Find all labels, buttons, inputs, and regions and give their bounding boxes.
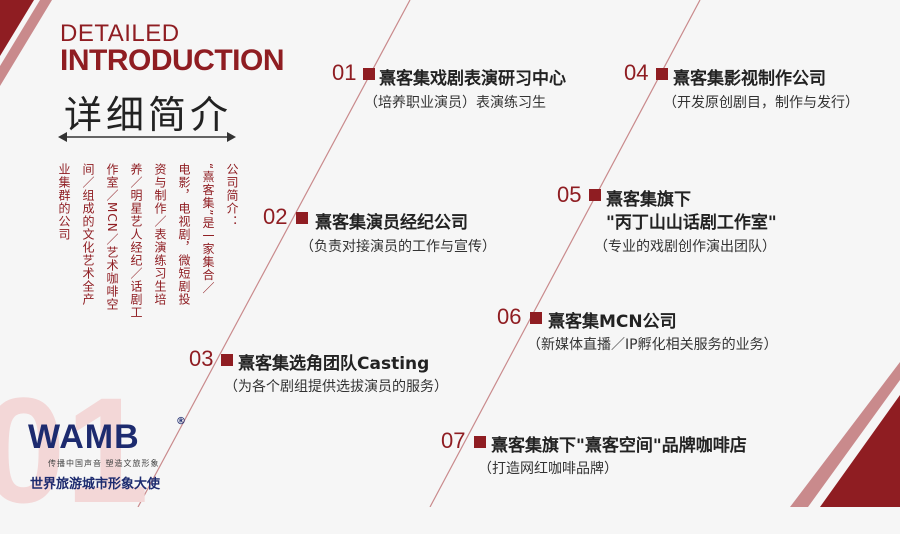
item-title: 熹客集旗下"熹客空间"品牌咖啡店 [491, 436, 747, 456]
intro-column-8: 业集群的公司 [57, 163, 71, 241]
item-title: 熹客集影视制作公司 [673, 69, 826, 89]
item-title: 熹客集MCN公司 [548, 312, 677, 332]
intro-column-7: 间／组成的文化艺术全产 [81, 163, 95, 306]
wamb-logo: WAMB [28, 418, 140, 456]
item-number: 01 [332, 60, 357, 85]
item-number: 02 [263, 204, 288, 229]
bullet-square-icon [656, 68, 668, 80]
logo-slogan: 传播中国声音 塑造文旅形象 [48, 459, 160, 468]
item-title: 熹客集选角团队Casting [238, 354, 430, 374]
logo-caption: 世界旅游城市形象大使 [30, 477, 161, 492]
intro-column-4: 资与制作／表演练习生培 [153, 163, 167, 306]
item-number: 07 [441, 428, 466, 453]
item-title-line2: "丙丁山山话剧工作室" [606, 213, 777, 233]
double-arrow-icon [58, 132, 236, 142]
intro-column-5: 养／明星艺人经纪／话剧工 [129, 163, 143, 319]
header-english-line2: INTRODUCTION [60, 44, 284, 77]
item-number: 06 [497, 304, 522, 329]
item-subtitle: （开发原创剧目，制作与发行） [663, 95, 859, 111]
bullet-square-icon [221, 354, 233, 366]
item-title: 熹客集旗下 [606, 190, 691, 210]
registered-mark: ® [176, 416, 186, 427]
item-title: 熹客集演员经纪公司 [315, 213, 468, 233]
background-decoration [0, 0, 900, 507]
item-number: 03 [189, 346, 214, 371]
bullet-square-icon [530, 312, 542, 324]
item-subtitle: （打造网红咖啡品牌） [478, 461, 618, 477]
intro-column-6: 作室／MCN／艺术咖啡空 [105, 163, 119, 311]
item-subtitle: （为各个剧组提供选拔演员的服务） [224, 379, 448, 395]
bullet-square-icon [363, 68, 375, 80]
intro-column-2: “熹客集”是一家集合／ [201, 163, 215, 295]
item-subtitle: （负责对接演员的工作与宣传） [300, 239, 496, 255]
item-number: 05 [557, 182, 582, 207]
item-subtitle: （培养职业演员）表演练习生 [364, 95, 546, 111]
intro-column-3: 电影，电视剧，微短剧投 [177, 163, 191, 306]
item-subtitle: （专业的戏剧创作演出团队） [594, 239, 776, 255]
bullet-square-icon [589, 189, 601, 201]
item-number: 04 [624, 60, 649, 85]
bullet-square-icon [474, 436, 486, 448]
bullet-square-icon [296, 212, 308, 224]
header-chinese-title: 详细简介 [64, 93, 233, 137]
page-number-watermark: 01 [0, 366, 149, 534]
intro-column-1: 公司简介： [225, 163, 239, 228]
header-english-line1: DETAILED [60, 20, 180, 47]
item-title: 熹客集戏剧表演研习中心 [379, 69, 566, 89]
item-subtitle: （新媒体直播／IP孵化相关服务的业务） [527, 337, 778, 353]
